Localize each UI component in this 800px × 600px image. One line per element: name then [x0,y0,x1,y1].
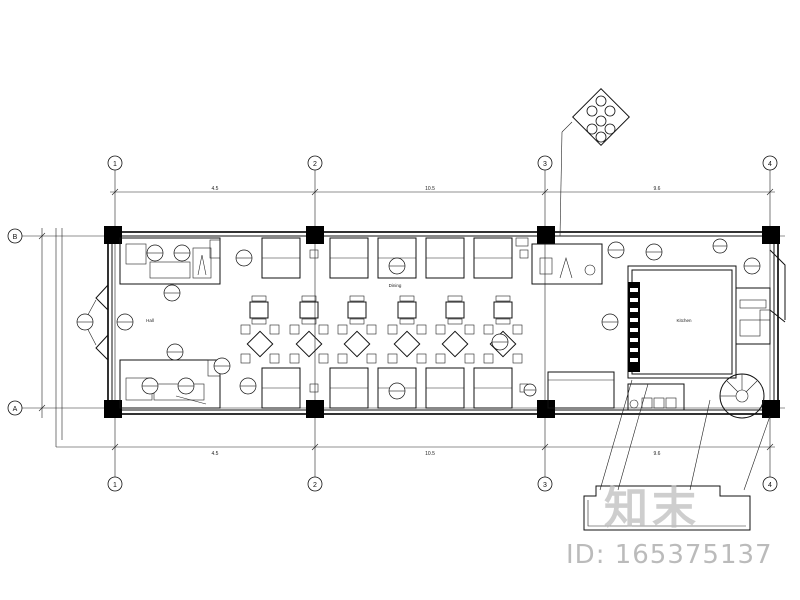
elevation-marker [607,241,625,259]
dimension-label: 10.5 [425,186,435,192]
elevation-marker [491,333,509,351]
dining-table [249,295,269,325]
dimension-top: 4.5 10.5 9.6 [110,186,775,196]
kitchen-block [627,265,737,379]
elevation-marker [166,343,184,361]
left-lower-room [119,359,221,409]
column [104,226,122,244]
dining-table [347,295,367,325]
elevation-marker [645,243,663,261]
dimension-label: 9.6 [654,451,661,457]
axis-label: 2 [313,161,317,168]
dimension-label: 10.5 [425,451,435,457]
elevation-markers [76,238,761,400]
axis-bubble [307,155,323,171]
diamond-tables-row [240,324,523,364]
detail-outline [583,485,751,531]
column [537,226,555,244]
dining-table [493,295,513,325]
axis-bubble [107,476,123,492]
elevation-marker [388,257,406,275]
room-label-hall: Hall [146,318,154,323]
axis-bubble [762,155,778,171]
axis-bubble [307,476,323,492]
dimension-left [38,228,63,447]
elevation-marker [235,249,253,267]
lower-right-fixtures [547,287,771,419]
dining-table [445,295,465,325]
square-tables-row [249,295,513,325]
right-upper-room [531,243,603,285]
dimension-label: 9.6 [654,186,661,192]
elevation-marker [712,238,728,254]
diamond-table [240,324,280,364]
column [762,226,780,244]
dimension-label: 4.5 [212,451,219,457]
diamond-table [337,324,377,364]
elevation-marker [213,357,231,375]
axis-label: 4 [768,482,772,489]
axis-bubble [107,155,123,171]
bottom-axis-bubbles: 1 2 3 4 [107,476,778,492]
axis-label: 4 [768,161,772,168]
axis-bubble [537,476,553,492]
dining-table [299,295,319,325]
axis-bubble [537,155,553,171]
diamond-table [387,324,427,364]
elevation-marker [116,313,134,331]
dimension-bottom: 4.5 10.5 9.6 [56,443,775,457]
diamond-table [435,324,475,364]
elevation-marker [177,377,195,395]
top-axis-bubbles: 1 2 3 4 [107,155,778,171]
dining-table [397,295,417,325]
diamond-table [483,324,523,364]
axis-label: 3 [543,482,547,489]
column [306,226,324,244]
booths-bottom [261,367,513,409]
axis-label: A [13,406,18,413]
left-upper-room [119,237,221,285]
elevation-marker [141,377,159,395]
columns [104,226,780,418]
axis-bubble [7,228,23,244]
column [762,400,780,418]
elevation-marker [388,382,406,400]
axis-label: 1 [113,161,117,168]
axis-bubble [7,400,23,416]
column [306,400,324,418]
axis-bubble [762,476,778,492]
room-label-kitchen: Kitchen [676,318,692,323]
room-label-dining: Dining [389,283,402,288]
column [104,400,122,418]
elevation-marker [163,284,181,302]
elevation-marker [743,257,761,275]
elevation-marker [523,383,537,397]
compass-symbol [572,88,630,146]
leader-lines [559,121,771,491]
watermark-id: ID: 165375137 [566,540,773,570]
diamond-table [289,324,329,364]
axis-label: 2 [313,482,317,489]
row-axis-bubbles: B A [7,228,23,416]
dimension-label: 4.5 [212,186,219,192]
column [537,400,555,418]
elevation-marker [76,313,94,331]
axis-label: B [13,234,18,241]
service-units [309,237,529,393]
elevation-marker [173,244,191,262]
elevation-marker [239,377,257,395]
elevation-marker [601,313,619,331]
axis-label: 1 [113,482,117,489]
booths-top [261,237,513,279]
watermark-brand: 知末 [604,483,700,534]
axis-label: 3 [543,161,547,168]
elevation-marker [146,244,164,262]
